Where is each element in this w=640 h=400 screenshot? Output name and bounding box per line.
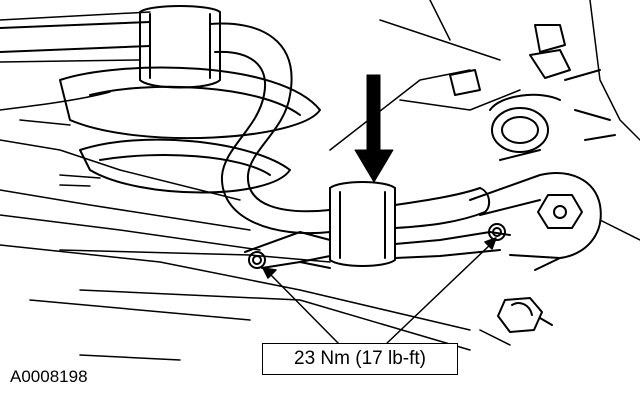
hex-nut-center [553, 205, 567, 219]
leader-lines [262, 237, 497, 346]
left-bolt-hole [248, 251, 266, 269]
stabilizer-bushing [329, 181, 396, 267]
figure-id: A0008198 [10, 367, 88, 386]
down-arrow-icon [354, 74, 394, 183]
right-bolt-hole [488, 223, 506, 241]
upper-bushing [139, 5, 221, 89]
right-bolt-hole-inner [492, 227, 502, 237]
torque-spec-text: 23 Nm (17 lb-ft) [294, 348, 426, 369]
bushing-bracket [244, 231, 511, 269]
control-arm [469, 172, 602, 271]
torque-spec-label: 23 Nm (17 lb-ft) [262, 343, 458, 375]
left-bolt-hole-inner [252, 255, 262, 265]
hex-nut [537, 194, 583, 229]
background-structure [0, 0, 640, 361]
coil-spring [59, 66, 321, 194]
bolt-holes [248, 223, 506, 269]
lower-bolt [497, 297, 553, 333]
upper-hardware [449, 24, 616, 161]
stabilizer-bar [0, 21, 491, 235]
